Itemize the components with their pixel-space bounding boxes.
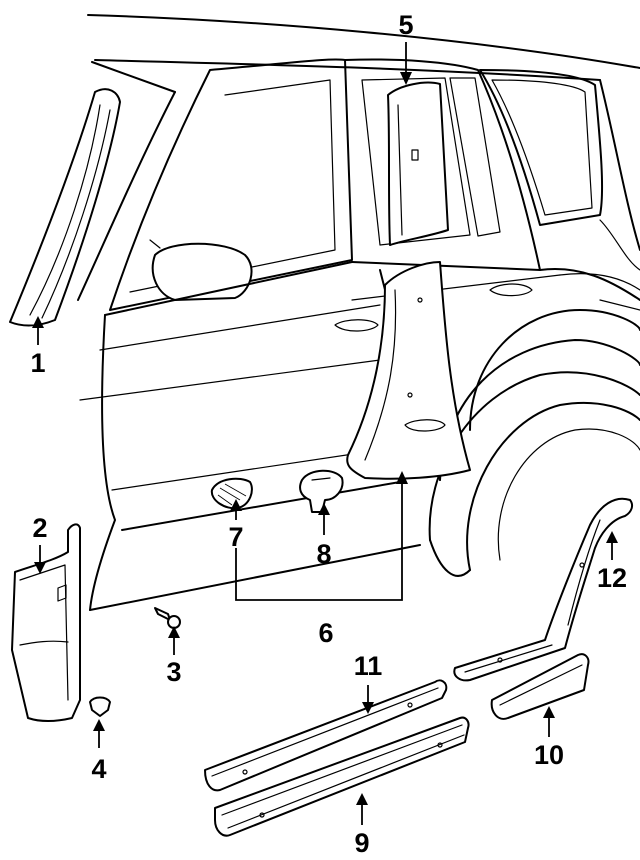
vehicle-body (77, 14, 640, 611)
leader-arrows (32, 42, 618, 825)
part-4-push-pin (89, 696, 111, 717)
callout-9: 9 (354, 828, 369, 858)
part-2-kick-panel (11, 523, 81, 722)
callout-labels: 1 2 3 4 5 6 7 8 9 10 11 12 (30, 10, 627, 858)
callout-2: 2 (32, 513, 47, 543)
part-12-rear-wheelhouse-trim (453, 497, 634, 682)
part-7-clip (210, 477, 253, 510)
callout-5: 5 (398, 10, 413, 40)
callout-4: 4 (91, 754, 106, 784)
callout-3: 3 (166, 657, 181, 687)
part-11-front-sill-plate (204, 679, 448, 792)
callout-6: 6 (318, 618, 333, 648)
callout-12: 12 (597, 563, 627, 593)
part-1-a-pillar-trim (9, 88, 121, 327)
part-3-screw (154, 607, 181, 629)
part-10-rear-scuff-plate (490, 653, 590, 720)
callout-11: 11 (354, 651, 383, 681)
callout-7: 7 (228, 522, 243, 552)
callout-10: 10 (534, 740, 564, 770)
part-5-upper-b-pillar-trim (387, 81, 449, 246)
part-6-lower-b-pillar-trim (346, 261, 471, 480)
part-8-clip (299, 469, 344, 513)
callout-8: 8 (316, 539, 331, 569)
part-9-front-scuff-plate (214, 716, 470, 837)
callout-1: 1 (30, 348, 45, 378)
